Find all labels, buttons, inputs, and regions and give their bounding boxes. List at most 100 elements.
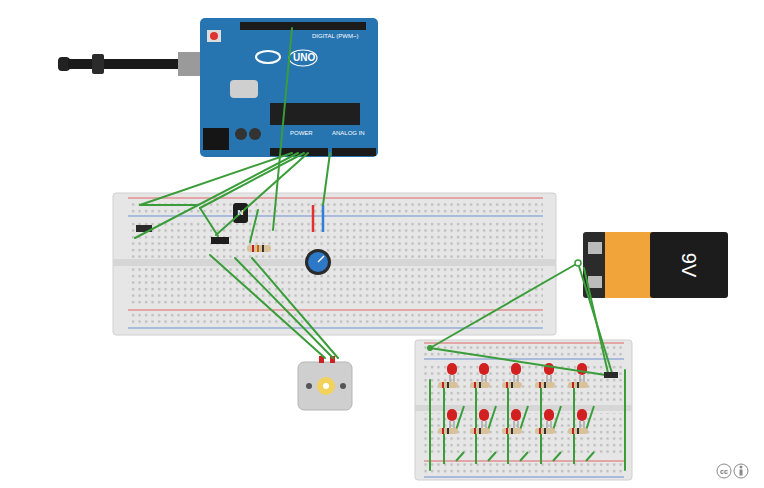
arduino-board — [256, 51, 280, 63]
wire — [584, 268, 608, 373]
led-array — [447, 382, 449, 388]
led-array — [539, 382, 541, 388]
led-array — [544, 409, 554, 421]
led-array — [518, 375, 519, 382]
led-array — [551, 375, 552, 382]
led-array — [584, 375, 585, 382]
led-array — [540, 432, 542, 464]
wire — [252, 258, 338, 358]
transistor-type: N — [238, 209, 244, 217]
components — [257, 245, 259, 252]
arduino-board — [207, 30, 221, 42]
battery — [588, 276, 602, 288]
led-array — [553, 406, 561, 430]
board-model: UNO — [293, 53, 315, 63]
wire — [135, 153, 298, 238]
led-array — [479, 409, 489, 421]
led-array — [454, 421, 455, 428]
wire — [140, 153, 292, 205]
battery-label-box: 9V — [650, 232, 728, 298]
wire — [430, 348, 612, 376]
led-array — [580, 421, 581, 428]
led-array — [482, 375, 483, 382]
led-array — [535, 428, 555, 434]
led-array — [573, 432, 575, 464]
led-array — [456, 452, 464, 461]
arduino-board — [332, 148, 376, 156]
breadboard — [415, 405, 632, 411]
led-array — [586, 452, 594, 461]
breadboard — [415, 340, 632, 480]
arduino-board — [230, 80, 258, 98]
led-array — [506, 428, 508, 434]
arduino-board — [240, 22, 366, 30]
wire — [200, 208, 218, 236]
led-array — [454, 375, 455, 382]
breadboard — [128, 200, 543, 214]
header-label: ANALOG IN — [332, 130, 365, 136]
led-array — [447, 409, 457, 421]
dc-motor — [298, 356, 352, 410]
led-array — [568, 382, 588, 388]
led-array — [518, 421, 519, 428]
transistor-box: N — [233, 203, 248, 223]
wire — [624, 370, 626, 470]
breadboard — [128, 310, 543, 311]
breadboard — [128, 222, 543, 258]
led-array — [511, 409, 521, 421]
components — [252, 245, 254, 252]
led-array — [479, 382, 481, 388]
led-array — [577, 409, 587, 421]
wire — [135, 28, 625, 470]
dc-motor — [306, 383, 312, 389]
breadboard — [128, 198, 543, 199]
led-array — [514, 375, 515, 382]
led-array — [475, 432, 477, 464]
components — [312, 205, 315, 232]
led-array — [547, 421, 548, 428]
breadboard — [424, 359, 624, 360]
licence-icon — [740, 470, 743, 476]
arduino-board-box: UNODIGITAL (PWM~)POWERANALOG IN — [200, 18, 378, 157]
led-array — [450, 375, 451, 382]
led-array — [438, 428, 458, 434]
battery — [650, 232, 728, 298]
led-array — [488, 452, 496, 461]
led-array — [450, 421, 451, 428]
led-array — [511, 363, 521, 375]
breadboard — [424, 362, 624, 404]
licence-mark: cc — [720, 468, 728, 475]
led-array — [544, 428, 546, 434]
led-array — [520, 452, 528, 461]
components — [247, 245, 271, 252]
wire — [140, 204, 198, 206]
wire — [429, 380, 431, 470]
usb-cable — [92, 54, 104, 74]
slide-switch — [604, 372, 618, 378]
wire — [200, 153, 304, 208]
wire-joint — [427, 345, 433, 351]
licence-icon — [734, 464, 748, 478]
wire — [273, 28, 292, 230]
wire-joint — [575, 260, 581, 266]
led-array — [511, 428, 513, 434]
led-array — [586, 406, 594, 430]
dc-motor — [323, 383, 329, 389]
components — [211, 237, 229, 244]
arduino-board — [249, 128, 261, 140]
wire — [235, 258, 333, 358]
components — [322, 205, 325, 232]
led-array — [474, 428, 476, 434]
wire — [210, 255, 325, 358]
led-array — [482, 421, 483, 428]
licence-icon — [717, 464, 731, 478]
led-array — [456, 406, 464, 430]
breadboard — [128, 328, 543, 329]
dc-motor — [298, 362, 352, 410]
led-array — [474, 382, 476, 388]
led-array — [511, 382, 513, 388]
led-array — [572, 382, 574, 388]
led-array — [577, 382, 579, 388]
wire — [578, 263, 612, 373]
arduino-board — [235, 128, 247, 140]
